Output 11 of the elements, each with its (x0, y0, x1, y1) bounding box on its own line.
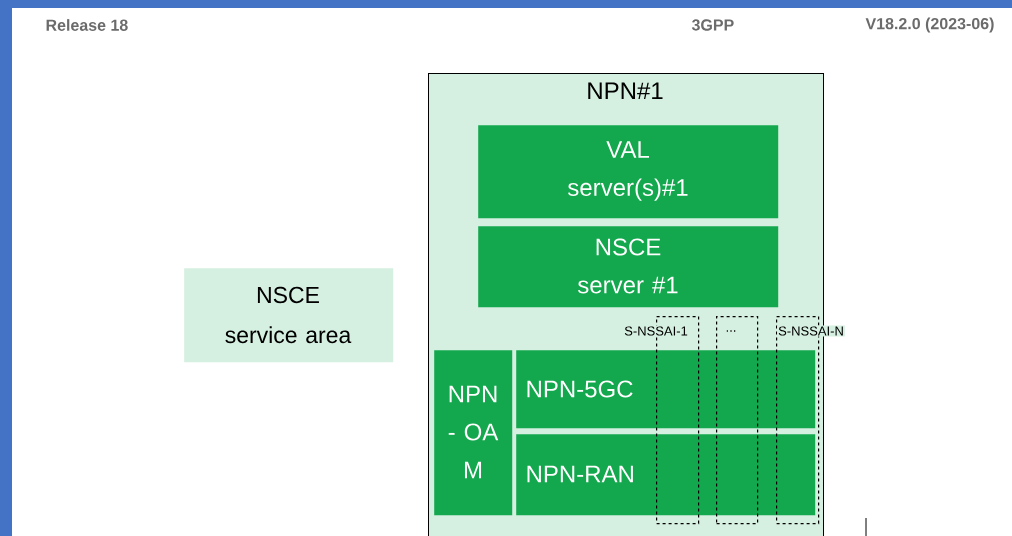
header-text: 3GPP (691, 19, 734, 31)
slice-box: S-NSSAI-N (776, 316, 845, 525)
slice-box: ... (716, 316, 759, 525)
area-box: NSCE service area (184, 268, 394, 363)
function-box: VAL server(s)#1 (478, 125, 779, 219)
function-box: NSCE server #1 (478, 226, 779, 308)
function-box: NPN-RAN (516, 434, 816, 516)
function-box: NPN-5GC (516, 350, 816, 429)
function-box: NPN - OA M (434, 350, 513, 516)
header-text: Release 18 (46, 19, 128, 31)
header-text: V18.2.0 (2023-06) (865, 17, 994, 33)
